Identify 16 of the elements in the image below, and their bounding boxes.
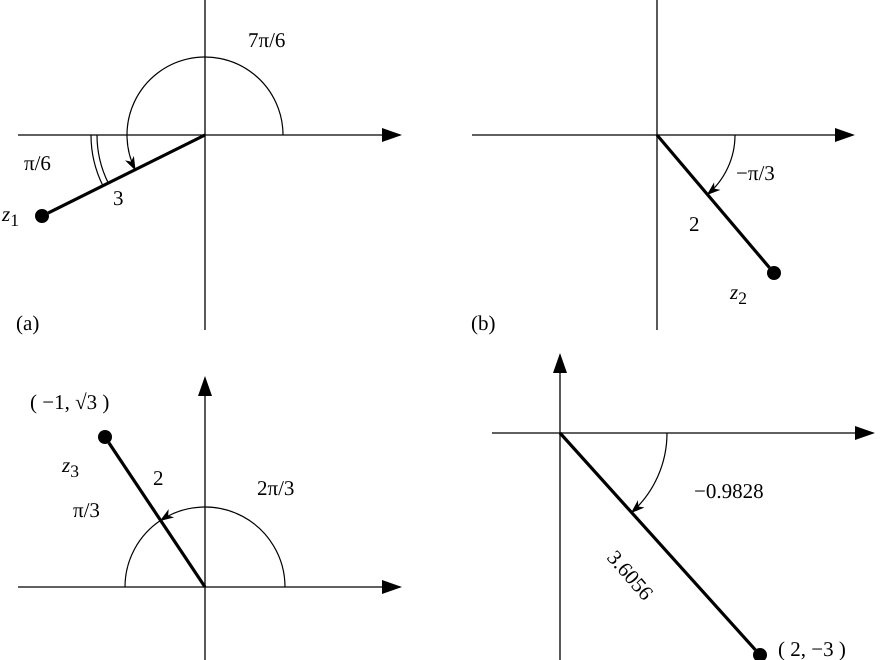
angle-label: −0.9828 xyxy=(694,481,764,502)
radius-line xyxy=(558,432,756,651)
radius-line xyxy=(108,442,206,588)
point-label: z$_{2}$ xyxy=(730,282,747,308)
radius-line xyxy=(48,134,206,214)
angle-label: −π/3 xyxy=(736,163,775,184)
angle-label: π/3 xyxy=(73,500,100,521)
point-label: z$_{3}$ xyxy=(62,455,79,481)
point-label: z$_{1}$ xyxy=(2,204,19,230)
panel-label: (b) xyxy=(471,313,496,334)
panel-label: (a) xyxy=(16,313,40,334)
radius-line xyxy=(656,134,771,269)
angle-label: 7π/6 xyxy=(248,30,286,51)
angle-label: 2π/3 xyxy=(257,478,294,499)
angle-label: π/6 xyxy=(24,153,51,174)
coordinate-label: ( −1, √3 ) xyxy=(30,392,110,413)
